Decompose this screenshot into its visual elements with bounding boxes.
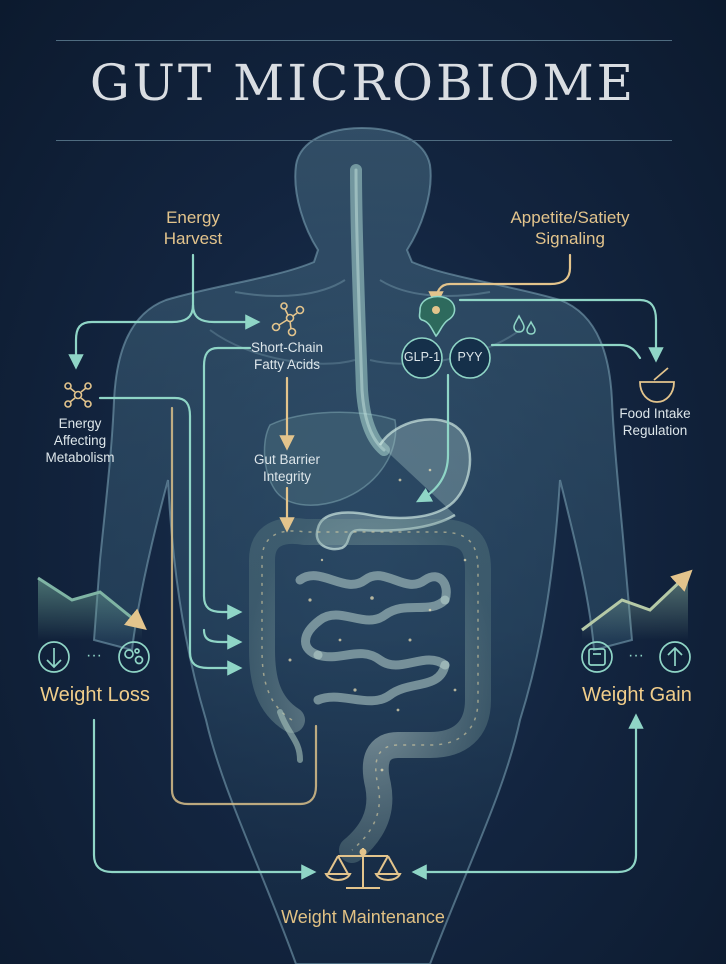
- arrow-scfa-loop-2: [202, 628, 243, 650]
- weight-loss-ellipsis: ···: [86, 647, 102, 664]
- label-food-intake: Food Intake Regulation: [619, 406, 691, 438]
- label-energy-harvest: Energy Harvest: [163, 208, 223, 249]
- arrow-harvest-to-scfa: [191, 303, 261, 330]
- bowl-icon: [639, 367, 675, 403]
- label-energy-metabolism: Energy Affecting Metabolism: [45, 416, 115, 465]
- liver: [263, 411, 397, 506]
- droplet-icon: [513, 314, 536, 335]
- molecule-icon: [271, 302, 305, 337]
- page-title: GUT MICROBIOME: [89, 54, 637, 112]
- label-gut-barrier: Gut Barrier Integrity: [253, 452, 321, 484]
- chest-contour: [209, 329, 521, 365]
- down-arrow-icon: [38, 641, 70, 673]
- title-rule-top: [56, 40, 672, 41]
- weight-loss-trend-line: [37, 576, 147, 630]
- esophagus: [350, 164, 390, 456]
- arrow-metabolism-to-intestine: [98, 396, 243, 676]
- title-rule-bottom: [56, 140, 672, 141]
- microbe-particles: [288, 468, 467, 772]
- label-glp1: GLP-1: [403, 350, 441, 364]
- arrow-gold-return: [170, 406, 318, 806]
- weight-gain-trend-line: [581, 569, 693, 632]
- label-pyy: PYY: [457, 350, 483, 364]
- arrow-maintenance-to-gain: [411, 713, 644, 880]
- label-short-chain-fatty-acids: Short-Chain Fatty Acids: [250, 340, 324, 372]
- arrow-scfa-loop: [202, 346, 252, 620]
- bacteria-icon: [118, 641, 150, 673]
- arrow-harvest-split: [68, 253, 195, 370]
- arrow-glp1-to-stomach: [415, 373, 450, 503]
- pyy-badge: [449, 337, 491, 379]
- small-intestine: [295, 571, 451, 706]
- weight-loss-chart-area: [38, 578, 142, 640]
- molecule-icon: [64, 382, 92, 408]
- arrow-gland-to-food: [458, 298, 664, 363]
- arrow-loss-to-maintenance: [92, 718, 317, 880]
- label-weight-maintenance: Weight Maintenance: [281, 907, 445, 927]
- appendix: [277, 709, 303, 763]
- gland-icon: [418, 295, 456, 338]
- balance-scale-icon: [324, 848, 402, 889]
- label-weight-loss: Weight Loss: [40, 684, 150, 706]
- arrow-pyy-to-food: [490, 343, 642, 360]
- clavicle-contour: [234, 279, 491, 297]
- label-appetite-signaling: Appetite/Satiety Signaling: [510, 208, 630, 249]
- glp1-badge: [401, 337, 443, 379]
- scale-icon: [581, 641, 613, 673]
- large-intestine: [249, 518, 491, 863]
- up-arrow-icon: [659, 641, 691, 673]
- weight-gain-chart-area: [582, 574, 688, 640]
- weight-gain-ellipsis: ···: [628, 647, 644, 664]
- label-weight-gain: Weight Gain: [582, 684, 692, 706]
- arrow-appetite-to-gland: [428, 253, 572, 307]
